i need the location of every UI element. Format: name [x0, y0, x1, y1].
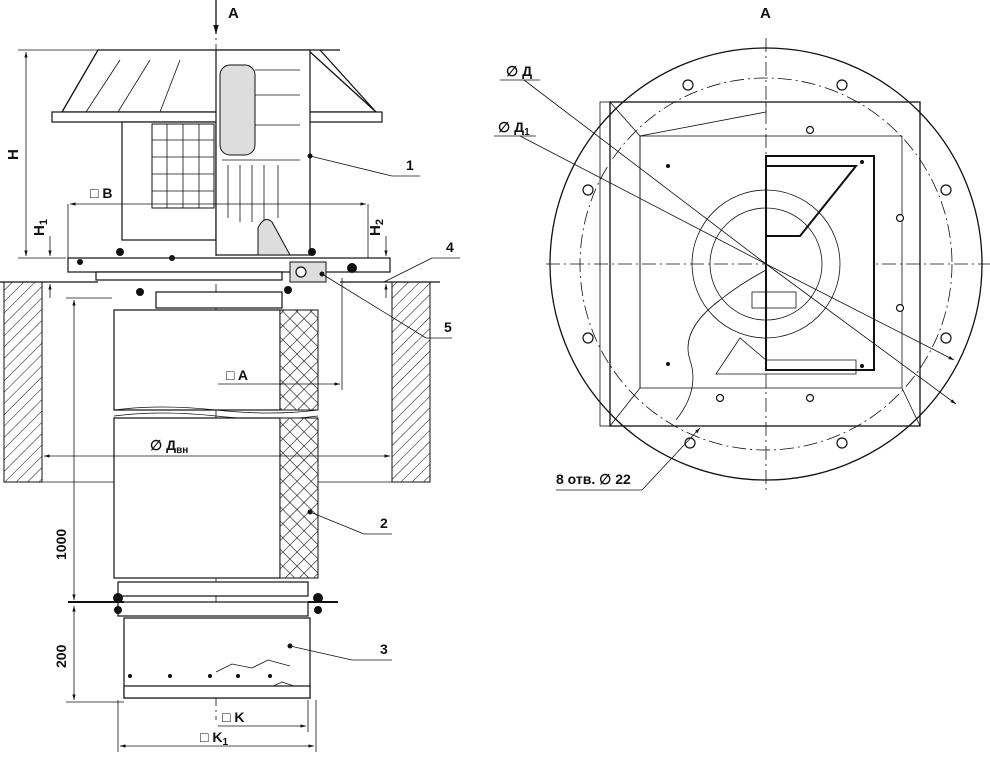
callout-1: 1 — [406, 157, 414, 173]
dim-B-label: □ B — [90, 185, 112, 201]
insulation-lower — [279, 417, 319, 579]
bottom-box — [123, 617, 311, 699]
duct-top-flange — [155, 291, 283, 309]
elevation-view: А — [0, 0, 460, 752]
roof-wall-left — [3, 281, 43, 483]
dim-H-label: H — [5, 149, 22, 160]
dim-D-leader — [523, 79, 767, 265]
bolt-holes — [582, 79, 952, 449]
section-view-label: А — [760, 5, 771, 22]
callout-2: 2 — [380, 515, 388, 531]
lower-flange-1 — [117, 581, 309, 597]
bolt-circle — [579, 77, 953, 451]
holes-label: 8 отв. ∅ 22 — [556, 471, 631, 487]
fan-grille — [151, 123, 215, 209]
lower-flange-2 — [117, 601, 309, 617]
motor — [219, 64, 256, 156]
inner-plate — [639, 135, 903, 389]
outer-flange-circle — [549, 47, 983, 481]
dim-A-label: □ A — [226, 367, 248, 383]
dim-K-label: □ K — [222, 709, 244, 725]
dim-H1-label: H1 — [31, 219, 50, 236]
dim-D1-label: ∅ Д1 — [498, 119, 530, 138]
impeller-circle — [691, 189, 841, 339]
duct-lower — [113, 417, 281, 579]
plan-view: А — [494, 5, 990, 491]
roof-wall-right — [391, 281, 431, 483]
callout-5: 5 — [444, 319, 452, 335]
callout-3: 3 — [380, 641, 388, 657]
dim-D1-leader — [519, 135, 767, 265]
base-flange — [67, 257, 391, 273]
dim-D-inner-label: ∅ Двн — [150, 437, 188, 456]
dim-200-label: 200 — [53, 644, 69, 668]
callout-4: 4 — [446, 239, 454, 255]
dim-H2-label: H2 — [367, 219, 386, 236]
cutaway-break — [675, 269, 767, 421]
insulation-upper — [279, 309, 319, 411]
view-label: А — [228, 5, 239, 22]
dim-K1-label: □ K1 — [200, 729, 228, 748]
dim-D-label: ∅ Д — [506, 63, 532, 79]
dim-1000-label: 1000 — [53, 529, 69, 560]
duct-upper — [113, 309, 281, 411]
